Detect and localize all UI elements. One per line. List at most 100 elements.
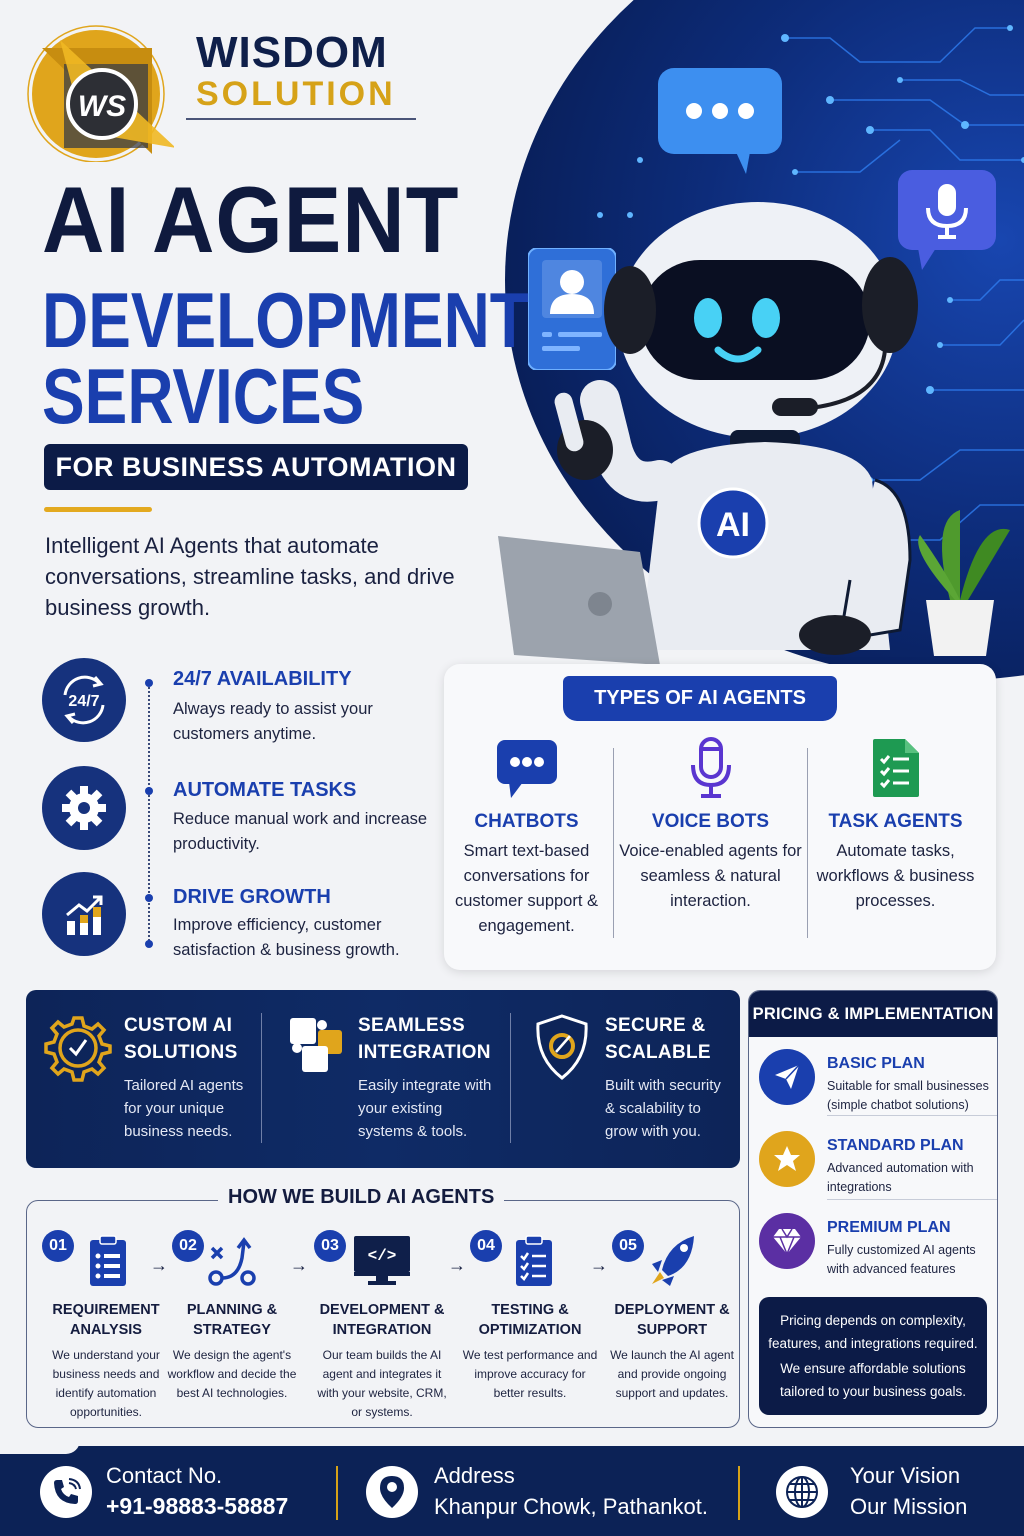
step-desc: We design the agent's workflow and decid… bbox=[167, 1348, 297, 1400]
logo-initials: WS bbox=[78, 90, 126, 123]
benefit-seamless-integration: SEAMLESS INTEGRATION Easily integrate wi… bbox=[358, 1012, 498, 1143]
pricing-heading: PRICING & IMPLEMENTATION bbox=[749, 991, 997, 1037]
footer-notch-decoration bbox=[0, 1440, 80, 1454]
24-7-icon-text: 24/7 bbox=[68, 693, 99, 710]
timeline-dot bbox=[145, 940, 153, 948]
step-desc: We launch the AI agent and provide ongoi… bbox=[610, 1348, 734, 1400]
agent-type-title: VOICE BOTS bbox=[651, 811, 770, 832]
footer-vision: Your Vision Our Mission bbox=[850, 1460, 967, 1522]
feature-title: DRIVE GROWTH bbox=[173, 886, 331, 908]
timeline-dot bbox=[145, 787, 153, 795]
benefit-desc: Built with security & scalability to gro… bbox=[605, 1077, 721, 1140]
address-label: Address bbox=[434, 1463, 515, 1488]
star-icon bbox=[759, 1131, 815, 1187]
arrow-right-icon: → bbox=[150, 1255, 168, 1275]
phone-icon bbox=[40, 1466, 92, 1518]
agent-type-task-agents: TASK AGENTS Automate tasks, workflows & … bbox=[803, 735, 988, 914]
robot-ai-badge: AI bbox=[716, 506, 750, 544]
feature-desc: Always ready to assist your customers an… bbox=[173, 700, 373, 743]
globe-icon bbox=[776, 1466, 828, 1518]
benefit-desc: Easily integrate with your existing syst… bbox=[358, 1077, 492, 1140]
page-title-line-1: AI AGENT bbox=[42, 167, 460, 272]
plan-divider bbox=[827, 1199, 997, 1200]
paper-plane-icon bbox=[759, 1049, 815, 1105]
column-divider bbox=[613, 748, 614, 938]
brand-divider bbox=[186, 118, 416, 120]
clipboard-list-icon bbox=[88, 1234, 128, 1293]
plan-title: PREMIUM PLAN bbox=[827, 1219, 951, 1236]
timeline-dot bbox=[145, 894, 153, 902]
step-title: REQUIREMENT ANALYSIS bbox=[52, 1302, 160, 1338]
pricing-panel: PRICING & IMPLEMENTATION BASIC PLAN Suit… bbox=[748, 990, 998, 1428]
diamond-icon bbox=[759, 1213, 815, 1269]
agent-type-voice-bots: VOICE BOTS Voice-enabled agents for seam… bbox=[618, 735, 803, 914]
wisdom-solution-logo: WS bbox=[24, 22, 176, 163]
footer-bar bbox=[0, 1446, 1024, 1536]
address-value: Khanpur Chowk, Pathankot. bbox=[434, 1494, 708, 1519]
arrow-right-icon: → bbox=[590, 1255, 608, 1275]
page-title-line-2: DEVELOPMENT bbox=[42, 276, 529, 364]
pricing-note: Pricing depends on complexity, features,… bbox=[759, 1297, 987, 1415]
feature-title: AUTOMATE TASKS bbox=[173, 779, 357, 801]
benefit-title: SEAMLESS bbox=[358, 1015, 465, 1036]
robot-mascot-illustration: AI bbox=[498, 202, 1010, 665]
brand-subtitle: SOLUTION bbox=[196, 75, 396, 113]
benefit-title: CUSTOM AI bbox=[124, 1015, 233, 1036]
benefit-secure-scalable: SECURE & SCALABLE Built with security & … bbox=[605, 1012, 735, 1143]
puzzle-icon bbox=[288, 1016, 346, 1079]
benefit-custom-ai: CUSTOM AI SOLUTIONS Tailored AI agents f… bbox=[124, 1012, 254, 1143]
feature-title: 24/7 AVAILABILITY bbox=[173, 668, 352, 690]
step-desc: We test performance and improve accuracy… bbox=[462, 1348, 598, 1400]
step-title: DEPLOYMENT & SUPPORT bbox=[614, 1302, 730, 1338]
svg-text:</>: </> bbox=[368, 1247, 397, 1265]
contact-card-floating-icon bbox=[527, 247, 617, 371]
checklist-clipboard-icon bbox=[514, 1234, 554, 1293]
step-desc: We understand your business needs and id… bbox=[52, 1348, 160, 1419]
24-7-icon: 24/7 bbox=[42, 658, 126, 742]
step-title: TESTING & OPTIMIZATION bbox=[478, 1302, 582, 1338]
growth-chart-icon bbox=[42, 872, 126, 956]
plan-title: BASIC PLAN bbox=[827, 1055, 925, 1072]
microphone-bubble-floating-icon bbox=[898, 170, 996, 270]
build-heading: HOW WE BUILD AI AGENTS bbox=[218, 1186, 505, 1209]
band-divider bbox=[261, 1013, 262, 1143]
brand-name: WISDOM bbox=[196, 28, 388, 77]
tagline-badge: FOR BUSINESS AUTOMATION bbox=[44, 444, 468, 490]
shield-icon bbox=[534, 1014, 590, 1085]
plan-title: STANDARD PLAN bbox=[827, 1137, 964, 1154]
code-monitor-icon: </> bbox=[352, 1234, 412, 1291]
pricing-note-line-2: We ensure affordable solutions tailored … bbox=[779, 1361, 967, 1399]
contact-label: Contact No. bbox=[106, 1463, 223, 1488]
microphone-icon bbox=[618, 735, 803, 801]
step-title: PLANNING & STRATEGY bbox=[186, 1302, 278, 1338]
footer-divider bbox=[738, 1466, 740, 1520]
column-divider bbox=[807, 748, 808, 938]
benefit-title: SCALABLE bbox=[605, 1042, 711, 1063]
plan-divider bbox=[827, 1115, 997, 1116]
gear-icon bbox=[42, 766, 126, 850]
step-number: 02 bbox=[172, 1230, 204, 1262]
benefit-title: SECURE & bbox=[605, 1015, 706, 1036]
timeline-dot bbox=[145, 679, 153, 687]
benefits-band bbox=[26, 990, 740, 1168]
chat-bubble-floating-icon bbox=[658, 68, 782, 174]
plan-desc: Advanced automation with integrations bbox=[827, 1161, 974, 1194]
strategy-icon bbox=[208, 1234, 258, 1293]
step-title: DEVELOPMENT & INTEGRATION bbox=[319, 1302, 445, 1338]
step-number: 05 bbox=[612, 1230, 644, 1262]
agent-type-title: CHATBOTS bbox=[474, 811, 579, 832]
gold-accent-divider bbox=[44, 507, 152, 512]
feature-desc: Improve efficiency, customer satisfactio… bbox=[173, 916, 400, 959]
feature-desc: Reduce manual work and increase producti… bbox=[173, 810, 428, 853]
arrow-right-icon: → bbox=[448, 1255, 466, 1275]
agent-type-title: TASK AGENTS bbox=[828, 811, 963, 832]
footer-contact: Contact No. +91-98883-58887 bbox=[106, 1460, 288, 1522]
agent-type-desc: Voice-enabled agents for seamless & natu… bbox=[619, 842, 802, 910]
plan-desc: Suitable for small businesses (simple ch… bbox=[827, 1079, 989, 1112]
contact-phone-link[interactable]: +91-98883-58887 bbox=[106, 1493, 289, 1519]
step-number: 03 bbox=[314, 1230, 346, 1262]
band-divider bbox=[510, 1013, 511, 1143]
step-number: 04 bbox=[470, 1230, 502, 1262]
chat-bubble-icon bbox=[434, 735, 619, 801]
benefit-desc: Tailored AI agents for your unique busin… bbox=[124, 1077, 244, 1140]
